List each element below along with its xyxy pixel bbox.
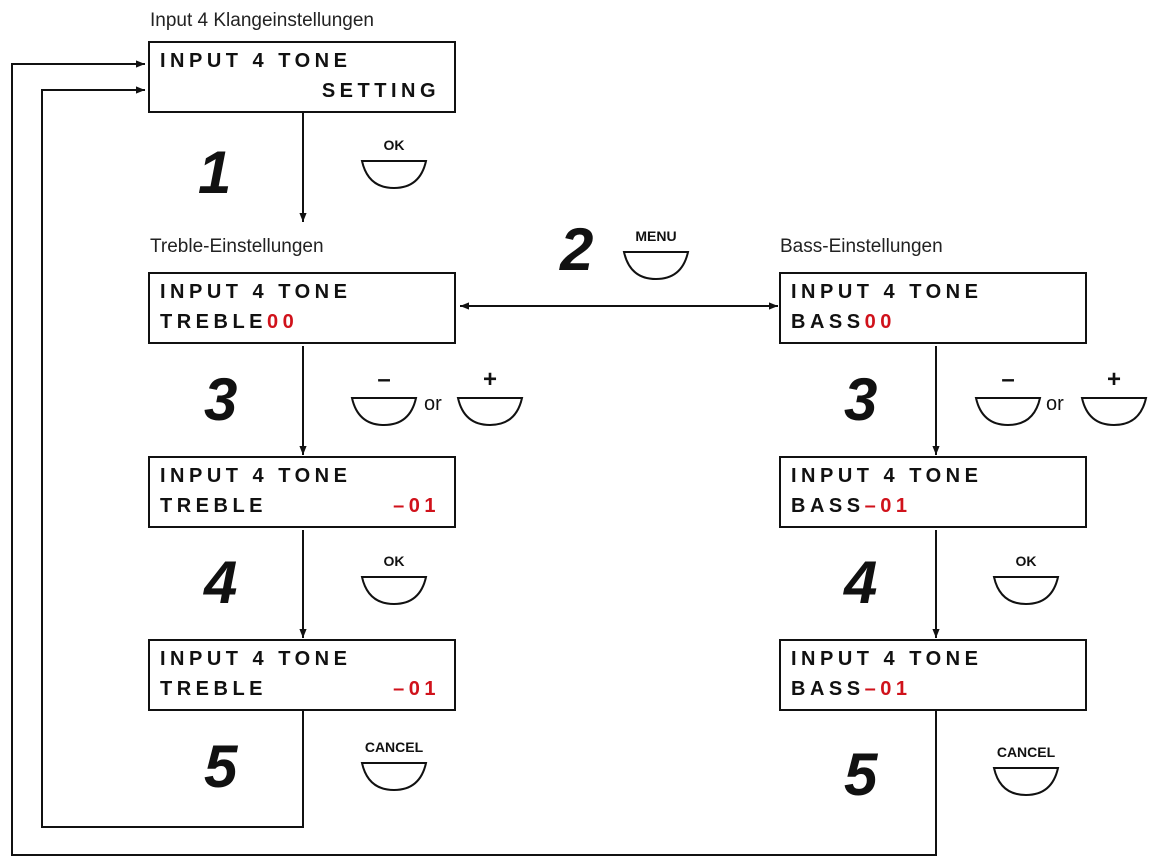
lcd-label: BASS — [791, 678, 865, 700]
arrow-bass-cancel-return — [11, 60, 937, 856]
key-shape-icon — [1080, 397, 1148, 427]
key-shape-icon — [350, 397, 418, 427]
lcd-bass-confirm: INPUT 4 TONE BASS–01 — [779, 639, 1087, 711]
plus-button-label: + — [1106, 366, 1121, 393]
ok-button-step-1[interactable]: OK — [360, 137, 428, 195]
minus-button-treble[interactable]: – — [350, 366, 418, 432]
lcd-line-2: SETTING — [321, 80, 440, 102]
lcd-line-2: BASS–01 — [791, 495, 1071, 523]
caption-treble-settings: Treble-Einstellungen — [150, 236, 324, 257]
key-shape-icon — [360, 160, 428, 190]
ok-button-treble[interactable]: OK — [360, 553, 428, 611]
lcd-line-2: BASS00 — [791, 311, 1071, 339]
lcd-line-2: TREBLE00 — [160, 311, 440, 339]
lcd-label: TREBLE — [160, 495, 267, 517]
lcd-value: –01 — [393, 678, 440, 700]
cancel-button-bass[interactable]: CANCEL — [992, 744, 1060, 802]
lcd-line-2: TREBLE –01 — [160, 678, 440, 706]
lcd-value: –01 — [864, 678, 912, 700]
step-number-1: 1 — [198, 139, 232, 206]
step-number-2: 2 — [560, 216, 594, 283]
or-text-treble: or — [424, 393, 442, 415]
key-shape-icon — [992, 767, 1060, 797]
lcd-value: –01 — [393, 495, 440, 517]
lcd-line-1: INPUT 4 TONE — [791, 281, 983, 303]
minus-button-label: – — [377, 366, 391, 393]
step-number-5-treble: 5 — [204, 733, 238, 800]
minus-button-label: – — [1001, 366, 1015, 393]
lcd-label: BASS — [791, 311, 865, 333]
lcd-line-2: TREBLE –01 — [160, 495, 440, 523]
menu-button[interactable]: MENU — [622, 228, 690, 286]
lcd-label: BASS — [791, 495, 865, 517]
caption-input-tone-settings: Input 4 Klangeinstellungen — [150, 10, 374, 31]
lcd-line-1: INPUT 4 TONE — [160, 648, 352, 670]
step-number-4-bass: 4 — [844, 549, 878, 616]
step-number-3-bass: 3 — [844, 366, 878, 433]
ok-button-label: OK — [1015, 553, 1037, 569]
key-shape-icon — [992, 576, 1060, 606]
lcd-line-1: INPUT 4 TONE — [791, 465, 983, 487]
plus-button-treble[interactable]: + — [456, 366, 524, 432]
lcd-line-1: INPUT 4 TONE — [160, 465, 352, 487]
cancel-button-treble[interactable]: CANCEL — [360, 739, 428, 797]
arrow-treble-cancel-return — [41, 86, 304, 828]
step-number-5-bass: 5 — [844, 741, 878, 808]
lcd-label: TREBLE — [160, 311, 267, 333]
step-number-4-treble: 4 — [204, 549, 238, 616]
lcd-line-1: INPUT 4 TONE — [160, 50, 352, 72]
minus-button-bass[interactable]: – — [974, 366, 1042, 432]
lcd-bass-initial: INPUT 4 TONE BASS00 — [779, 272, 1087, 344]
cancel-button-label: CANCEL — [996, 744, 1056, 760]
step-number-3-treble: 3 — [204, 366, 238, 433]
ok-button-bass[interactable]: OK — [992, 553, 1060, 611]
cancel-button-label: CANCEL — [364, 739, 424, 755]
caption-bass-settings: Bass-Einstellungen — [780, 236, 943, 257]
lcd-value: 00 — [267, 311, 299, 333]
ok-button-label: OK — [383, 553, 405, 569]
key-shape-icon — [456, 397, 524, 427]
lcd-line-2: BASS–01 — [791, 678, 1071, 706]
menu-button-label: MENU — [635, 228, 677, 244]
lcd-treble-adjust: INPUT 4 TONE TREBLE –01 — [148, 456, 456, 528]
key-shape-icon — [622, 251, 690, 281]
lcd-line-1: INPUT 4 TONE — [791, 648, 983, 670]
lcd-treble-confirm: INPUT 4 TONE TREBLE –01 — [148, 639, 456, 711]
lcd-value: 00 — [864, 311, 896, 333]
or-text-bass: or — [1046, 393, 1064, 415]
plus-button-label: + — [482, 366, 497, 393]
key-shape-icon — [360, 576, 428, 606]
lcd-bass-adjust: INPUT 4 TONE BASS–01 — [779, 456, 1087, 528]
lcd-setting: INPUT 4 TONE SETTING — [148, 41, 456, 113]
ok-button-label: OK — [383, 137, 405, 153]
key-shape-icon — [360, 762, 428, 792]
lcd-line-1: INPUT 4 TONE — [160, 281, 352, 303]
lcd-label: TREBLE — [160, 678, 267, 700]
plus-button-bass[interactable]: + — [1080, 366, 1148, 432]
lcd-treble-initial: INPUT 4 TONE TREBLE00 — [148, 272, 456, 344]
lcd-value: –01 — [864, 495, 912, 517]
key-shape-icon — [974, 397, 1042, 427]
